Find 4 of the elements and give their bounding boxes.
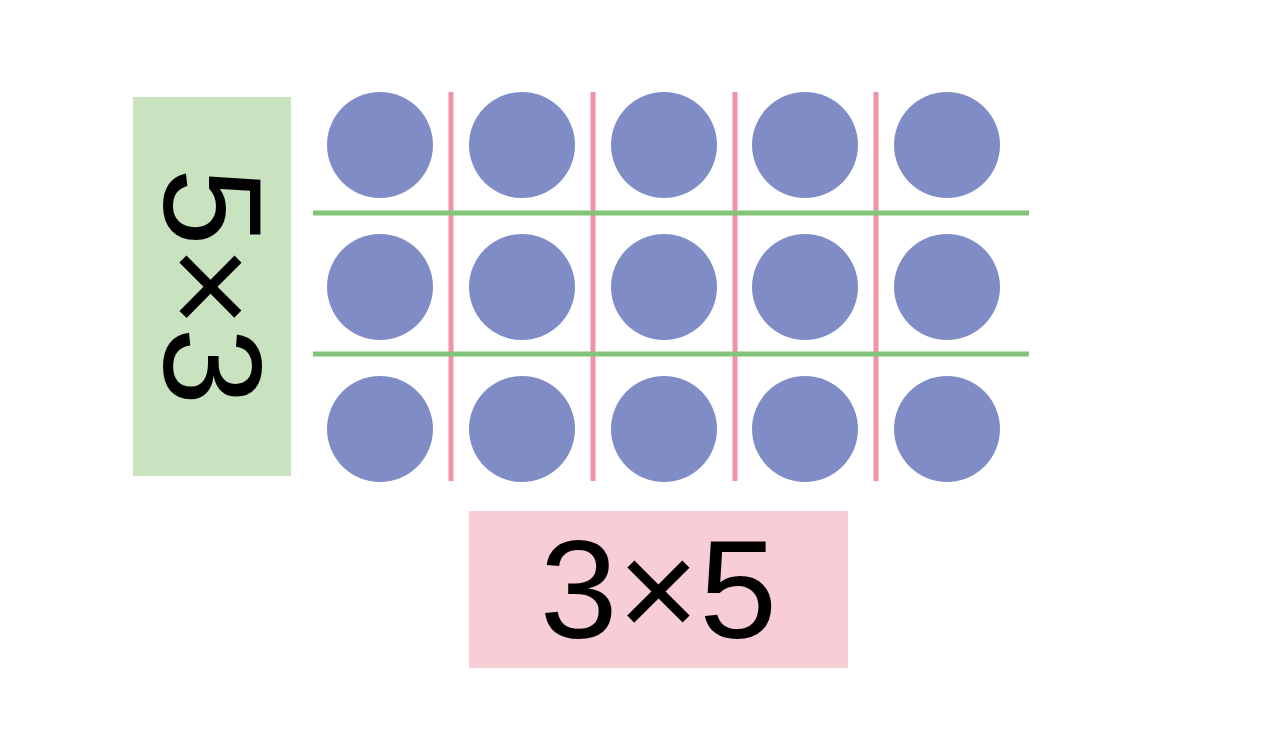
multiplication-text: 5×3 bbox=[142, 167, 282, 406]
expression-panel bbox=[133, 97, 291, 476]
expression-panel bbox=[469, 511, 848, 668]
multiplication-text: 3×5 bbox=[539, 519, 778, 660]
